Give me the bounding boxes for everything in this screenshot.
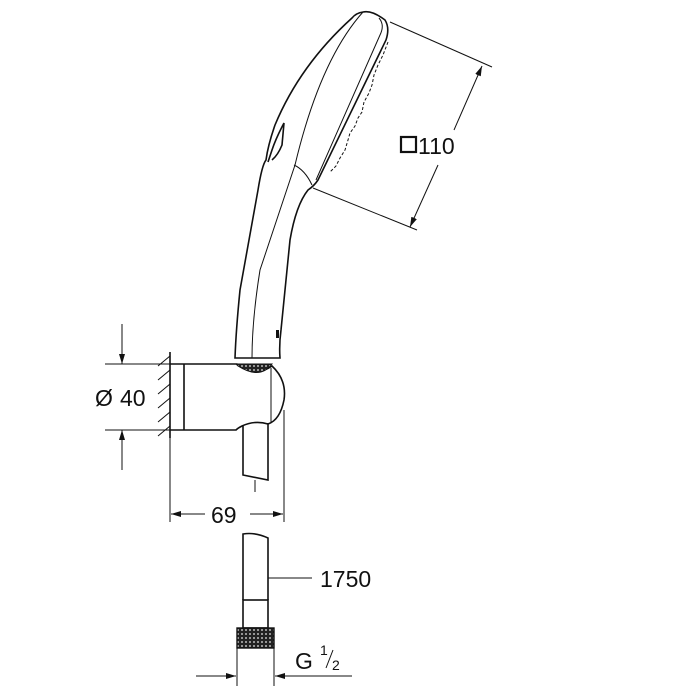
hand-shower <box>234 10 389 359</box>
handle-centerline <box>251 11 364 359</box>
thread-numerator: 1 <box>320 642 328 658</box>
square-symbol <box>399 135 418 154</box>
thread-denominator: 2 <box>332 657 340 673</box>
wall-holder <box>157 352 286 492</box>
handle-mark <box>276 330 279 338</box>
hose-nut <box>236 627 275 649</box>
holder-body <box>170 363 286 431</box>
holder-projection-label: 69 <box>211 502 237 528</box>
wall-hatching <box>157 355 171 437</box>
holder-diameter-dimension: Ø 40 <box>95 324 172 470</box>
head-handle-joint <box>293 164 313 186</box>
diameter-symbol: Ø <box>95 385 113 411</box>
thread-dimension: G 1 2 <box>196 642 352 686</box>
hose-length-label: 1750 <box>320 566 371 592</box>
holder-knurl <box>234 363 274 373</box>
shower-head-face <box>315 17 383 181</box>
holder-diameter-label: 40 <box>120 385 146 411</box>
holder-projection-dimension: 69 <box>169 410 285 528</box>
shower-button <box>267 122 285 163</box>
spray-nozzles <box>329 41 389 173</box>
shower-head-outline <box>234 10 389 359</box>
head-size-dimension: 110 <box>312 21 493 231</box>
hose-top <box>242 423 269 481</box>
head-size-label: 110 <box>418 133 455 159</box>
thread-prefix: G <box>295 648 313 674</box>
hose-end: 1750 <box>236 532 371 649</box>
